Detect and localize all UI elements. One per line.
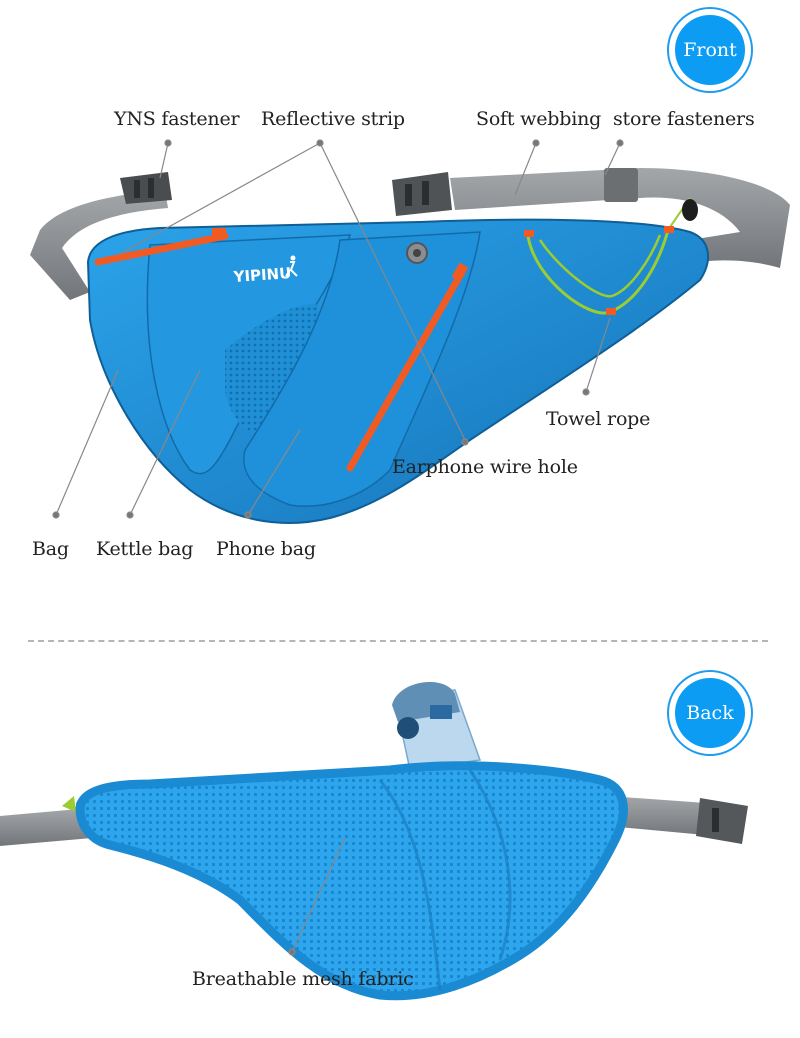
label-soft-webbing: Soft webbing [476,108,602,130]
leader-lines-front [52,139,624,519]
phone-zipper [346,268,466,472]
brand-logo: YIPINU [232,264,292,286]
soft-webbing-buckle [392,172,452,216]
back-toggle [62,796,76,812]
phone-pocket [243,231,481,507]
top-zipper [94,232,229,266]
back-right-strap [608,796,720,836]
water-bottle [392,682,482,771]
label-phone-bag: Phone bag [216,538,316,560]
label-store-fasteners: store fasteners [613,108,755,130]
section-divider [28,640,768,642]
front-badge-label: Front [675,15,745,85]
leader-lines-back [288,837,346,956]
back-view [0,682,748,1001]
back-badge-label: Back [675,678,745,748]
front-badge: Front [667,7,753,93]
label-yns-fastener: YNS fastener [114,108,240,130]
strap-slider [604,168,638,202]
kettle-mesh [225,304,319,440]
yns-buckle [120,172,172,204]
back-badge: Back [667,670,753,756]
back-left-strap [0,808,92,846]
back-bag-body [75,761,628,1001]
towel-rope [524,197,698,315]
label-towel-rope: Towel rope [546,408,651,430]
front-view: YIPINU [30,139,790,524]
label-kettle-bag: Kettle bag [96,538,194,560]
label-reflective-strip: Reflective strip [261,108,405,130]
label-earphone-wire-hole: Earphone wire hole [392,456,578,478]
left-strap [30,190,168,300]
label-bag: Bag [32,538,69,560]
label-breathable-mesh: Breathable mesh fabric [192,968,414,990]
back-buckle [696,798,748,844]
